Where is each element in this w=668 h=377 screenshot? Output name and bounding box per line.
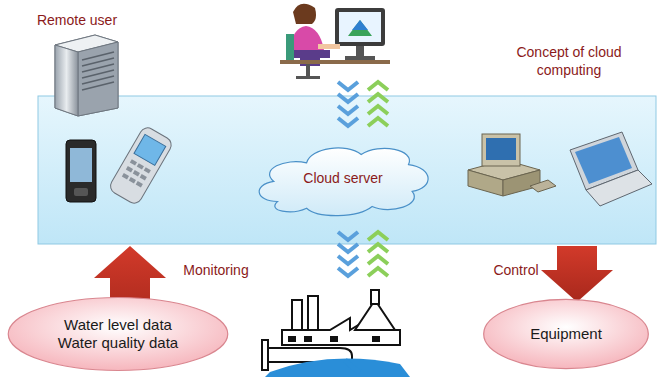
- server-icon: [55, 35, 118, 116]
- node-text: Water level data Water quality data: [48, 316, 188, 352]
- laptop-icon: [570, 132, 652, 206]
- node-text: Cloud server: [303, 170, 382, 187]
- desktop-icon: [468, 134, 556, 196]
- cloud-node: Cloud server: [252, 136, 434, 220]
- control-arrow: [541, 246, 613, 302]
- equipment-ellipse: Equipment: [482, 298, 650, 370]
- text-label: Concept of cloud computing: [494, 44, 644, 79]
- mobile-phone-icon: [108, 125, 174, 206]
- water-plant-icon: [262, 290, 410, 377]
- text-label: Control: [486, 262, 546, 280]
- text-label: Monitoring: [168, 262, 264, 280]
- text-label: Remote user: [22, 12, 132, 30]
- data-ellipse: Water level data Water quality data: [6, 296, 230, 372]
- user-icon: [280, 4, 390, 79]
- smartphone-icon: [66, 140, 96, 202]
- network-band: [38, 96, 656, 244]
- node-text: Equipment: [530, 325, 602, 343]
